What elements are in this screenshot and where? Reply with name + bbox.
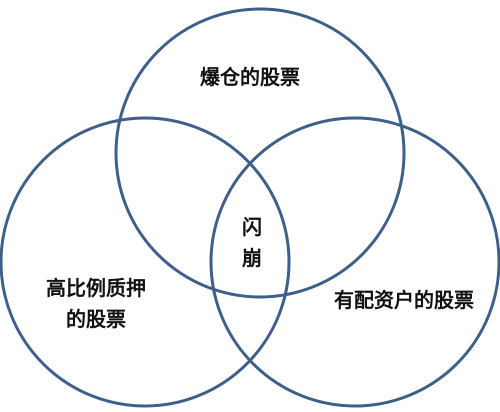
left-set-label-line1: 高比例质押: [46, 276, 146, 300]
circle-top: [114, 7, 406, 299]
intersection-label-line1: 闪: [242, 215, 262, 239]
left-set-label-line2: 的股票: [66, 307, 126, 331]
circle-right: [209, 116, 500, 408]
circle-left: [0, 116, 291, 408]
right-set-label: 有配资户的股票: [334, 288, 474, 312]
top-set-label: 爆仓的股票: [200, 65, 300, 89]
intersection-label-line2: 崩: [242, 246, 262, 270]
